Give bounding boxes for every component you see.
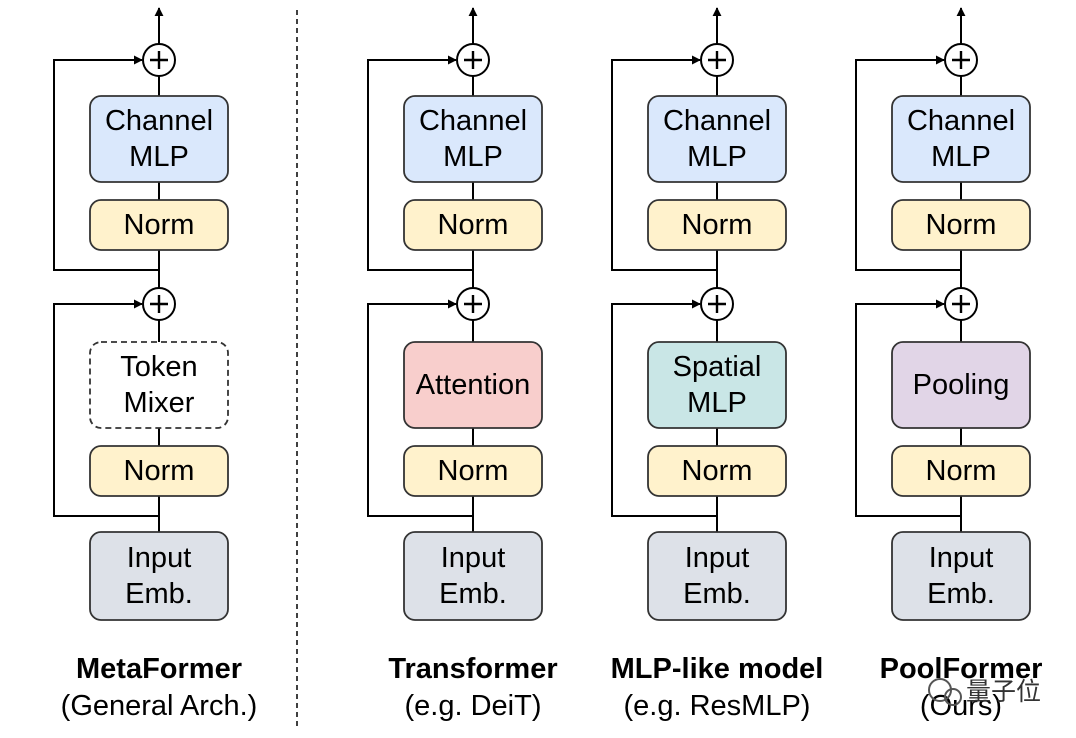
norm-block-lower: [403, 445, 543, 497]
token-mixer-label: Spatial: [673, 351, 762, 383]
residual-connection-lower: [53, 299, 159, 517]
channel-mlp-label: Channel: [105, 105, 213, 137]
channel-mlp-label: MLP: [129, 141, 189, 173]
norm-block-upper: [647, 199, 787, 251]
architecture-subtitle: (General Arch.): [61, 690, 258, 722]
architecture-title: MLP-like model: [611, 653, 824, 685]
norm-block-upper: [891, 199, 1031, 251]
token-mixer-block: [89, 341, 229, 429]
architecture-title: PoolFormer: [880, 653, 1043, 685]
add-node-lower: [700, 287, 734, 321]
channel-mlp-block: [891, 95, 1031, 183]
token-mixer-label: MLP: [687, 387, 747, 419]
watermark-logo-icon: [928, 678, 962, 706]
watermark-text: 量子位: [966, 677, 1041, 706]
token-mixer-block: [403, 341, 543, 429]
add-node-upper: [700, 43, 734, 77]
add-node-upper: [944, 43, 978, 77]
input-embedding-label: Emb.: [125, 578, 193, 610]
token-mixer-label: Pooling: [913, 369, 1010, 401]
architecture-title: Transformer: [388, 653, 557, 685]
input-embedding-label: Input: [441, 542, 506, 574]
input-embedding-block: [647, 531, 787, 621]
architecture-subtitle: (e.g. ResMLP): [624, 690, 811, 722]
token-mixer-block: [647, 341, 787, 429]
architecture-title: MetaFormer: [76, 653, 242, 685]
channel-mlp-label: MLP: [443, 141, 503, 173]
residual-connection-upper: [611, 55, 717, 271]
add-node-upper: [456, 43, 490, 77]
add-node-lower: [142, 287, 176, 321]
input-embedding-block: [891, 531, 1031, 621]
norm-block-lower: [89, 445, 229, 497]
norm-label-upper: Norm: [926, 209, 997, 241]
channel-mlp-block: [89, 95, 229, 183]
residual-connection-lower: [367, 299, 473, 517]
norm-label-upper: Norm: [438, 209, 509, 241]
input-embedding-label: Input: [685, 542, 750, 574]
token-mixer-label: Attention: [416, 369, 530, 401]
input-embedding-label: Emb.: [439, 578, 507, 610]
column-1: ChannelMLPNormAttentionNormInputEmb.Tran…: [367, 7, 558, 722]
norm-label-upper: Norm: [682, 209, 753, 241]
norm-label-lower: Norm: [926, 455, 997, 487]
norm-block-upper: [89, 199, 229, 251]
residual-connection-upper: [367, 55, 473, 271]
norm-block-upper: [403, 199, 543, 251]
channel-mlp-label: MLP: [687, 141, 747, 173]
channel-mlp-label: Channel: [907, 105, 1015, 137]
input-embedding-block: [403, 531, 543, 621]
channel-mlp-block: [403, 95, 543, 183]
input-embedding-label: Input: [929, 542, 994, 574]
residual-connection-upper: [855, 55, 961, 271]
input-embedding-block: [89, 531, 229, 621]
add-node-upper: [142, 43, 176, 77]
architecture-columns: ChannelMLPNormTokenMixerNormInputEmb.Met…: [53, 7, 1043, 722]
add-node-lower: [456, 287, 490, 321]
norm-label-upper: Norm: [124, 209, 195, 241]
channel-mlp-label: Channel: [419, 105, 527, 137]
norm-block-lower: [891, 445, 1031, 497]
norm-label-lower: Norm: [124, 455, 195, 487]
token-mixer-label: Mixer: [124, 387, 195, 419]
column-3: ChannelMLPNormPoolingNormInputEmb.PoolFo…: [855, 7, 1043, 722]
input-embedding-label: Input: [127, 542, 192, 574]
residual-connection-lower: [611, 299, 717, 517]
column-2: ChannelMLPNormSpatialMLPNormInputEmb.MLP…: [611, 7, 824, 722]
norm-block-lower: [647, 445, 787, 497]
token-mixer-block: [891, 341, 1031, 429]
watermark: 量子位: [928, 677, 1041, 706]
architecture-subtitle: (e.g. DeiT): [405, 690, 542, 722]
input-embedding-label: Emb.: [683, 578, 751, 610]
add-node-lower: [944, 287, 978, 321]
residual-connection-upper: [53, 55, 159, 271]
channel-mlp-label: Channel: [663, 105, 771, 137]
channel-mlp-label: MLP: [931, 141, 991, 173]
norm-label-lower: Norm: [682, 455, 753, 487]
norm-label-lower: Norm: [438, 455, 509, 487]
channel-mlp-block: [647, 95, 787, 183]
column-0: ChannelMLPNormTokenMixerNormInputEmb.Met…: [53, 7, 258, 722]
token-mixer-label: Token: [120, 351, 197, 383]
residual-connection-lower: [855, 299, 961, 517]
input-embedding-label: Emb.: [927, 578, 995, 610]
